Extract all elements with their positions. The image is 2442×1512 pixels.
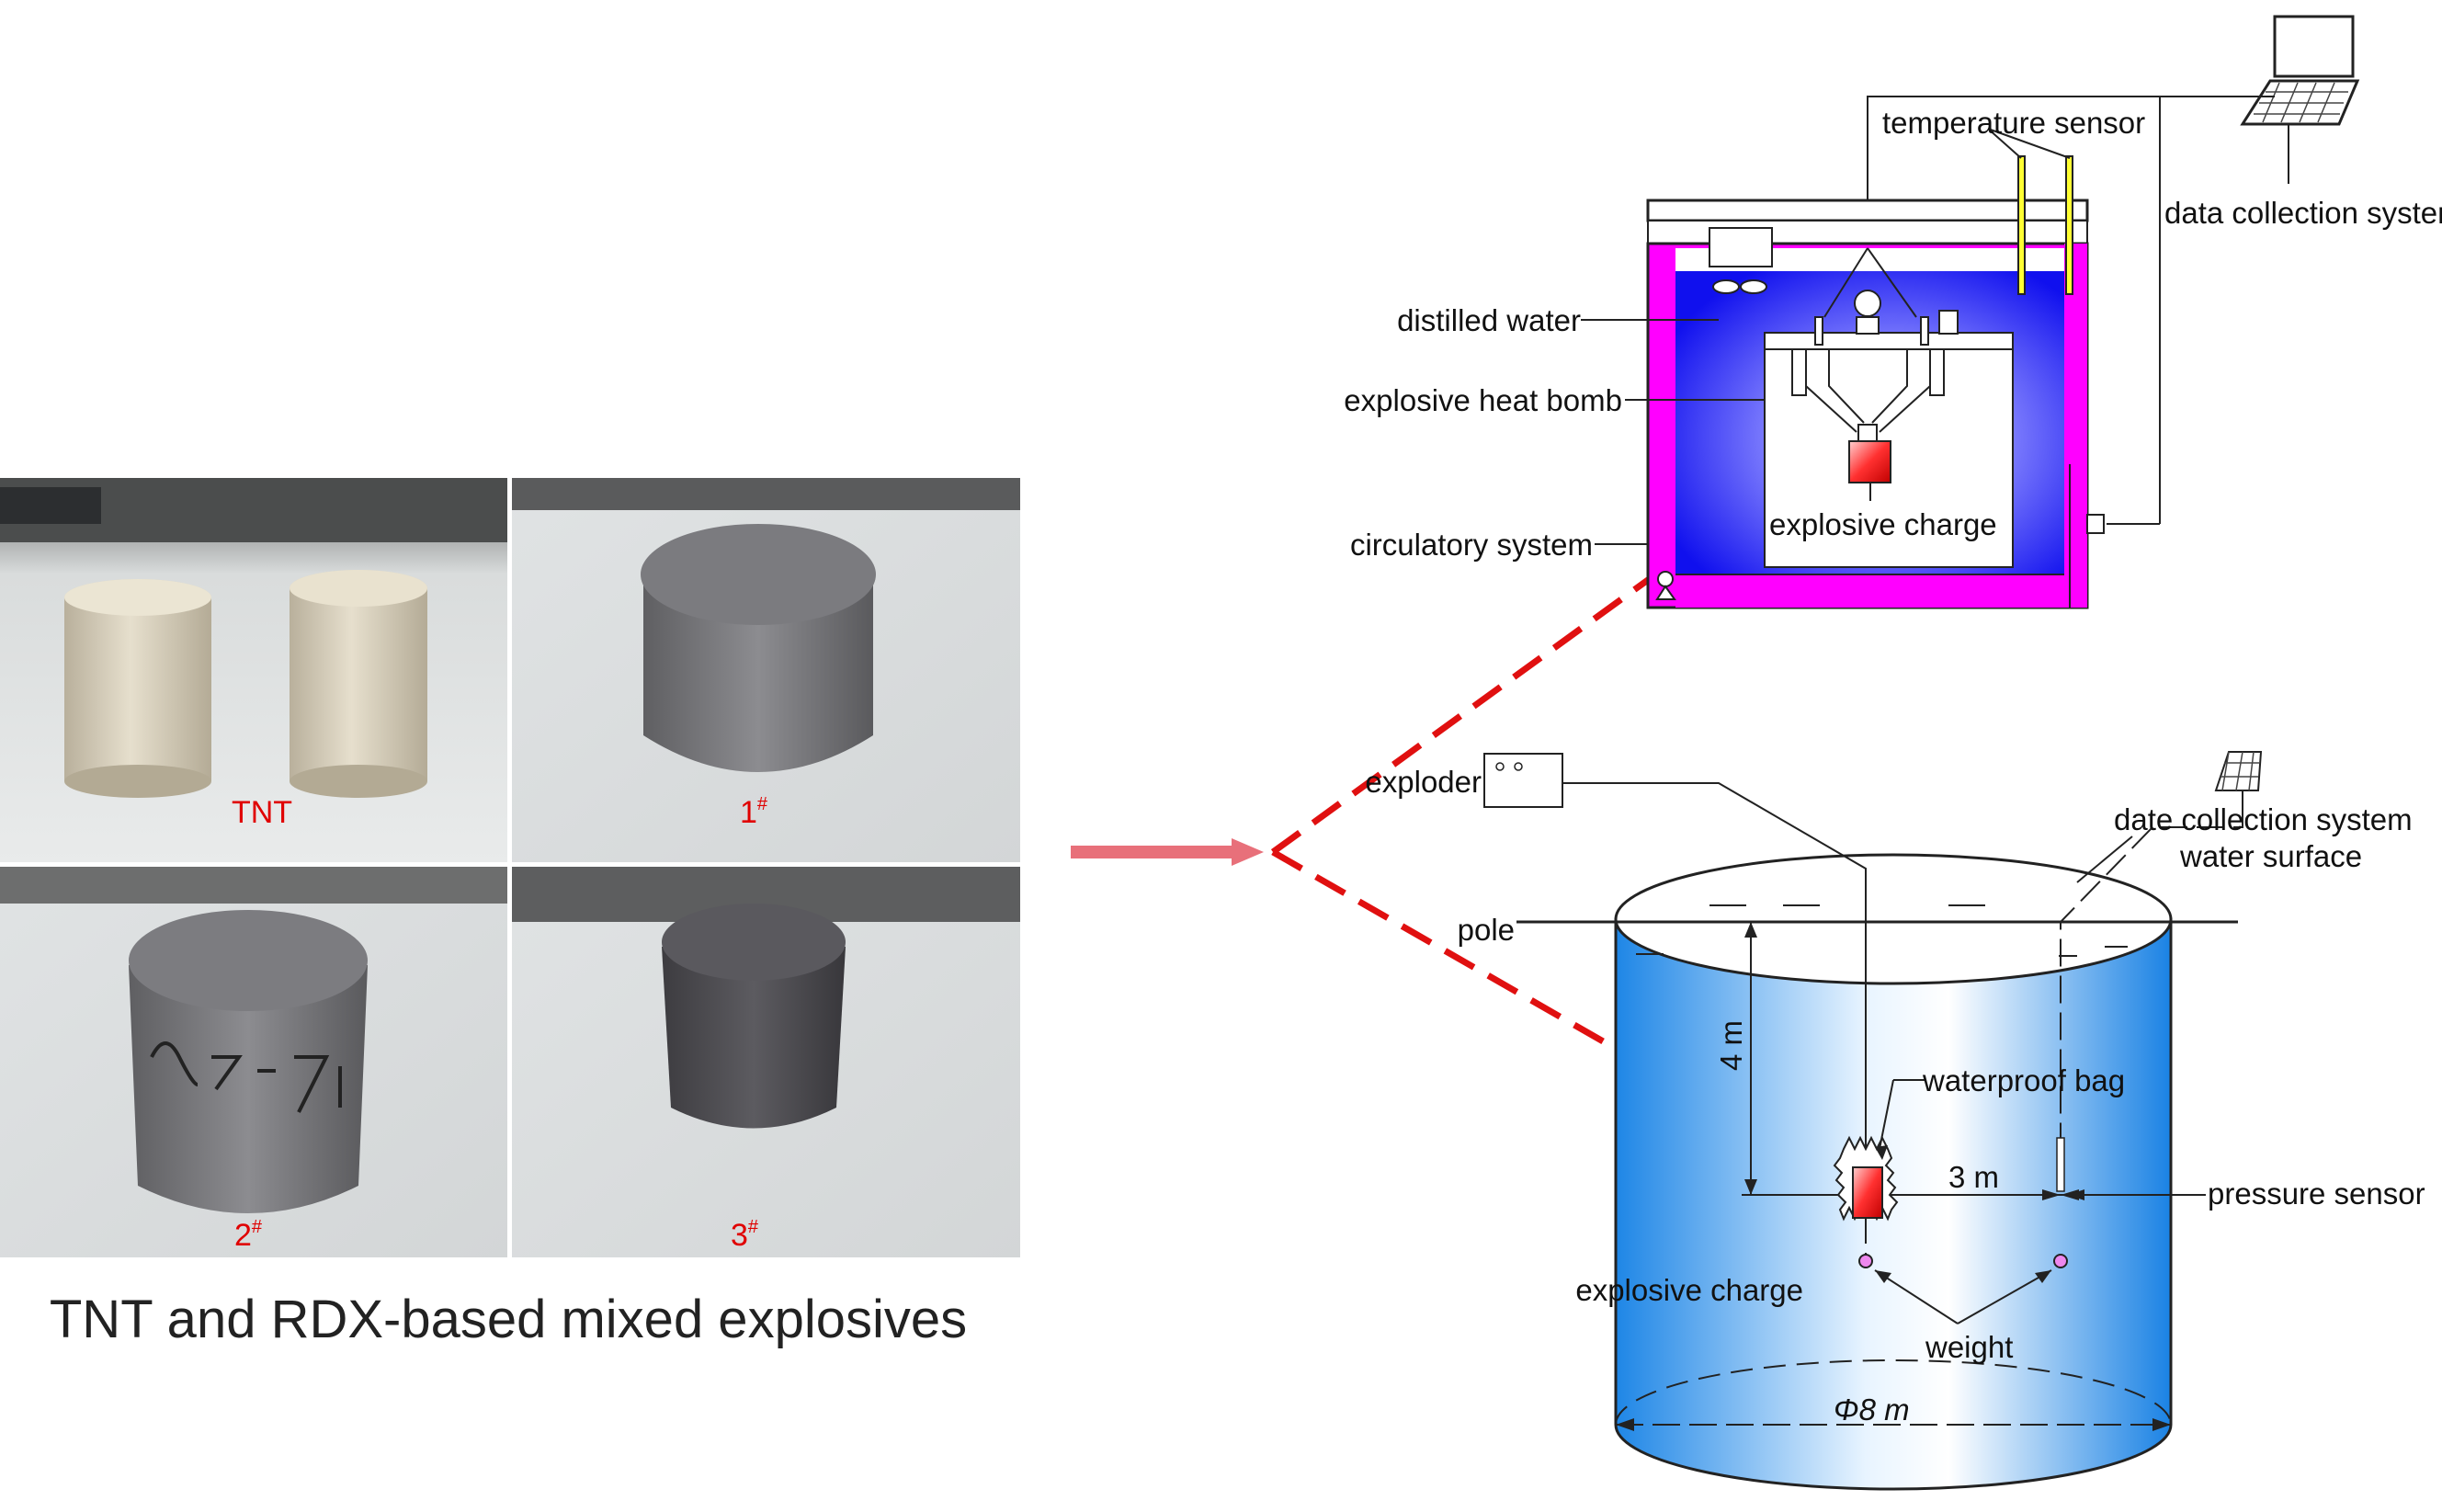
label-diameter: Φ8 m	[1834, 1393, 1910, 1427]
label-sample-2: 2#	[234, 1217, 263, 1253]
heat-setup: temperature sensor data collection syste…	[1344, 15, 2442, 609]
label-depth: 4 m	[1714, 1020, 1748, 1071]
label-explosive-heat-bomb: explosive heat bomb	[1344, 383, 1622, 417]
label-pole: pole	[1458, 913, 1515, 947]
photo-sample-2	[0, 867, 507, 1257]
label-tnt: TNT	[232, 795, 292, 830]
label-weight: weight	[1925, 1330, 2013, 1364]
water-tank-setup: exploder date collection system water su…	[1365, 751, 2425, 1491]
label-sample-3: 3#	[731, 1217, 759, 1253]
label-explosive-charge-heat: explosive charge	[1769, 507, 1997, 541]
label-data-collection-system: data collection system	[2164, 196, 2442, 230]
label-distance: 3 m	[1948, 1160, 1999, 1194]
label-date-collection-system: date collection system	[2114, 802, 2413, 836]
label-exploder: exploder	[1365, 765, 1482, 799]
label-circulatory-system: circulatory system	[1350, 528, 1593, 562]
label-sample-1: 1#	[740, 794, 768, 830]
photo-sample-1	[512, 478, 1020, 862]
label-pressure-sensor: pressure sensor	[2208, 1177, 2425, 1211]
laptop-icon	[2240, 15, 2360, 126]
label-water-surface: water surface	[2179, 839, 2362, 873]
label-distilled-water: distilled water	[1397, 303, 1581, 337]
photo-sample-3	[512, 867, 1020, 1257]
photo-tnt	[0, 478, 507, 862]
photo-caption: TNT and RDX-based mixed explosives	[50, 1290, 967, 1349]
dashed-arrow-tank	[1271, 848, 1837, 1178]
photo-grid: TNT 1# 2# 3# TNT and RDX-based mixed exp…	[0, 478, 1020, 1349]
label-explosive-charge-tank: explosive charge	[1575, 1273, 1803, 1307]
label-temperature-sensor: temperature sensor	[1882, 106, 2145, 140]
label-waterproof-bag: waterproof bag	[1922, 1063, 2125, 1097]
